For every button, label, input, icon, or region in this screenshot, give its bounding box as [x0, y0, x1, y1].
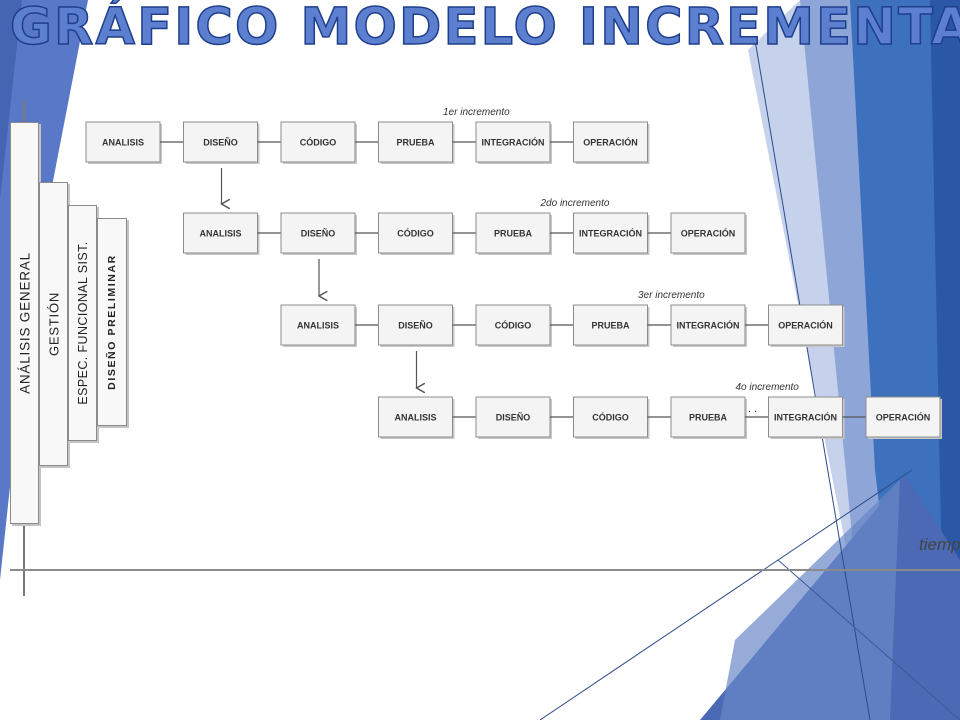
stage-label: INTEGRACIÓN [482, 137, 545, 148]
stage-label: CÓDIGO [397, 228, 434, 239]
stage-box [768, 396, 843, 438]
stage-label: DISEÑO [398, 321, 433, 331]
time-axis-label: tiemp [919, 535, 960, 554]
stage-label: INTEGRACIÓN [677, 320, 740, 331]
stage-label: CÓDIGO [592, 412, 629, 423]
stage-label: DISEÑO [301, 229, 336, 239]
stage-box [85, 121, 161, 163]
continuation-dots: . . [748, 403, 757, 415]
stage-box [183, 212, 258, 254]
stage-box [378, 121, 453, 163]
stage-box [280, 212, 356, 254]
decorative-line [754, 39, 871, 720]
stage-box [280, 304, 356, 346]
stage-label: CÓDIGO [300, 137, 337, 148]
stage-box [670, 396, 746, 438]
stage-box [475, 396, 551, 438]
increment-label: 4o incremento [736, 382, 800, 393]
stage-label: OPERACIÓN [681, 228, 736, 239]
slide-title: GRÁFICO MODELO INCREMENTAL [9, 0, 960, 58]
stage-box [378, 304, 453, 346]
stage-box [573, 396, 648, 438]
stage-label: INTEGRACIÓN [774, 412, 837, 423]
right-dark-band [930, 0, 960, 720]
increment-label: 1er incremento [443, 107, 510, 118]
stage-label: OPERACIÓN [876, 412, 931, 423]
stage-box [378, 396, 453, 438]
increment-label: 2do incremento [540, 198, 610, 209]
stage-label: ANALISIS [199, 229, 241, 239]
left-blue-band-shade [0, 0, 22, 200]
phase-bar-espec-funcional: ESPEC. FUNCIONAL SIST. [68, 205, 97, 441]
stage-box [573, 212, 648, 254]
stage-box [768, 304, 843, 346]
stage-box [378, 212, 453, 254]
stage-box [183, 121, 258, 163]
decorative-line [777, 559, 960, 720]
stage-box [475, 121, 551, 163]
bottom-right-triangle-light [720, 480, 900, 720]
stage-label: OPERACIÓN [583, 137, 638, 148]
stage-label: PRUEBA [689, 413, 728, 423]
stage-label: PRUEBA [494, 229, 533, 239]
phase-bar-analisis-general: ANÁLISIS GENERAL [10, 122, 39, 524]
stage-label: DISEÑO [203, 138, 238, 148]
stage-label: DISEÑO [496, 413, 531, 423]
stage-label: PRUEBA [396, 138, 435, 148]
phase-bar-diseno-preliminar: DISEÑO PRELIMINAR [97, 218, 127, 426]
stage-box [865, 396, 941, 438]
stage-label: CÓDIGO [495, 320, 532, 331]
increment-label: 3er incremento [638, 290, 705, 301]
stage-box [280, 121, 356, 163]
stage-box [475, 212, 551, 254]
stage-label: OPERACIÓN [778, 320, 833, 331]
stage-label: ANALISIS [102, 138, 144, 148]
stage-label: INTEGRACIÓN [579, 228, 642, 239]
phase-bar-gestion: GESTIÓN [39, 182, 68, 466]
stage-box [573, 121, 648, 163]
stage-label: ANALISIS [297, 321, 339, 331]
stage-label: ANALISIS [394, 413, 436, 423]
stage-box [573, 304, 648, 346]
decorative-line [539, 469, 913, 720]
stage-box [670, 304, 746, 346]
stage-box [670, 212, 746, 254]
stage-label: PRUEBA [591, 321, 630, 331]
